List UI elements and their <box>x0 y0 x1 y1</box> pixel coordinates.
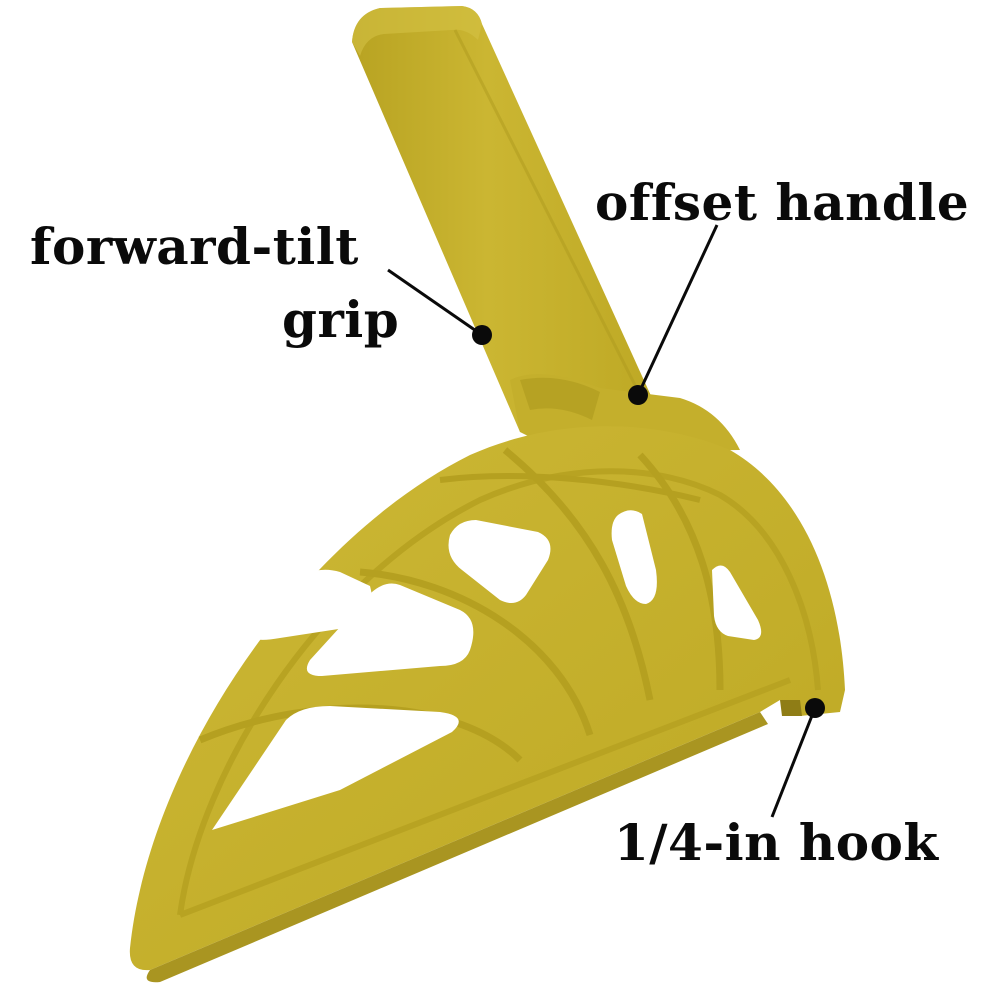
callout-label-offset-handle: offset handle <box>595 173 970 232</box>
cutout-top-left <box>448 520 551 604</box>
callout-label-grip: grip <box>282 290 400 349</box>
callout-label-quarter-inch-hook: 1/4-in hook <box>614 813 939 872</box>
cutout-middle-left <box>243 569 373 640</box>
callout-label-forward-tilt: forward-tilt <box>30 217 359 276</box>
cutout-top-center <box>611 510 657 604</box>
callout-hook-leader <box>770 698 825 818</box>
cutout-large-bottom <box>212 706 459 830</box>
push-block-body <box>129 426 846 983</box>
callout-forward-tilt-grip-leader <box>387 268 492 345</box>
cutout-right <box>712 565 762 640</box>
callout-offset-handle-leader <box>628 224 719 405</box>
handle <box>352 6 652 432</box>
